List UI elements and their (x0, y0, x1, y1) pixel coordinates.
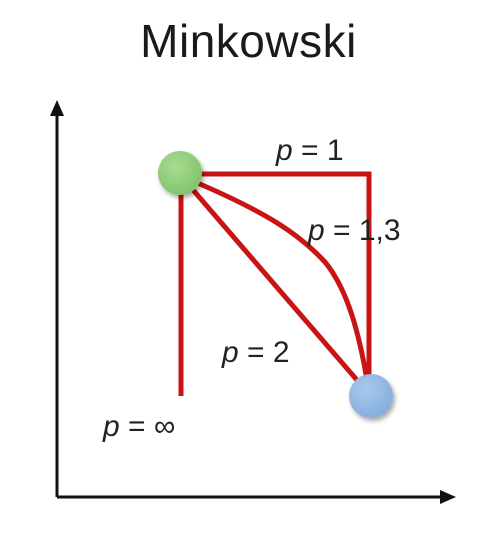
path-p-2 (179, 174, 371, 396)
label-p-1: p = 1 (275, 134, 344, 167)
axes (50, 100, 456, 504)
end-point-blue (349, 374, 393, 418)
label-p-1-3: p = 1,3 (307, 214, 401, 247)
x-axis-arrow (440, 490, 456, 504)
path-p-1-3 (180, 173, 372, 393)
y-axis-arrow (50, 100, 64, 116)
path-p-1 (181, 171, 372, 395)
diagram-title: Minkowski (140, 15, 357, 67)
start-point-green (158, 151, 202, 195)
label-p-2: p = 2 (221, 336, 290, 369)
label-p-infinity: p = ∞ (102, 410, 175, 443)
